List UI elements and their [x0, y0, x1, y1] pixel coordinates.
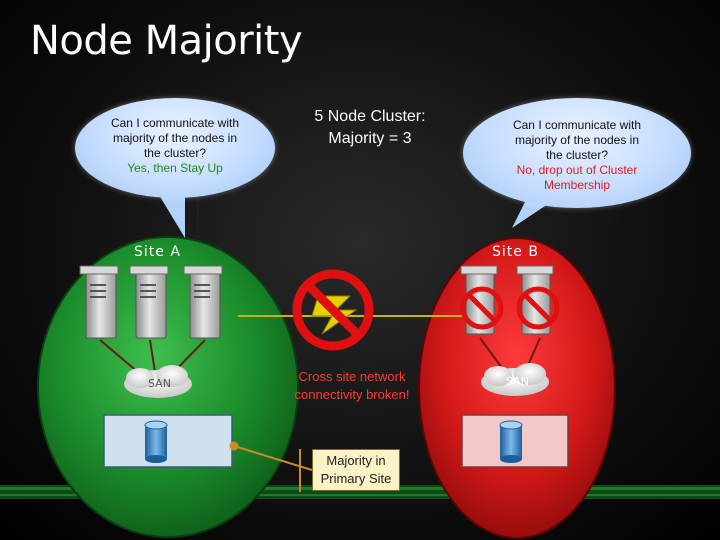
- site-a-label: Site A: [134, 244, 181, 260]
- database-icon: [144, 420, 168, 463]
- callout-line: Primary Site: [320, 471, 392, 486]
- cloud-icon: [481, 363, 549, 396]
- bubble-b-answer: No, drop out of Cluster: [516, 163, 638, 177]
- link-status-line: connectivity broken!: [294, 387, 410, 402]
- cloud-icon: [124, 365, 192, 398]
- site-a-san-label: SAN: [148, 377, 171, 390]
- site-b-label: Site B: [492, 244, 539, 260]
- link-status-text: Cross site network connectivity broken!: [282, 368, 422, 404]
- bubble-b-line: the cluster?: [545, 148, 609, 162]
- majority-callout: Majority in Primary Site: [312, 449, 400, 491]
- bubble-b-text: Can I communicate with majority of the n…: [472, 118, 682, 193]
- site-a-storage: [103, 414, 233, 468]
- link-status-line: Cross site network: [298, 369, 406, 384]
- site-b-san-label: SAN: [506, 375, 529, 388]
- server-icon: [129, 265, 169, 339]
- bubble-b-line: Can I communicate with: [512, 118, 642, 132]
- bubble-b-answer: Membership: [543, 178, 611, 192]
- bubble-a-line: Can I communicate with: [110, 116, 240, 130]
- cluster-line-1: 5 Node Cluster:: [314, 108, 426, 125]
- callout-line: Majority in: [326, 453, 386, 468]
- bubble-a-text: Can I communicate with majority of the n…: [80, 116, 270, 176]
- bubble-a-line: the cluster?: [143, 146, 207, 160]
- bubble-b-line: majority of the nodes in: [514, 133, 640, 147]
- question-bubble-site-b: [463, 98, 691, 208]
- database-icon: [499, 420, 523, 463]
- no-entry-icon: [460, 286, 504, 330]
- callout-connector: [229, 441, 313, 492]
- page-title: Node Majority: [30, 18, 303, 64]
- cluster-line-2: Majority = 3: [328, 130, 412, 147]
- server-icon: [79, 265, 119, 339]
- question-bubble-site-a: [75, 98, 275, 198]
- server-icon: [183, 265, 223, 339]
- cluster-heading: 5 Node Cluster: Majority = 3: [300, 106, 440, 150]
- no-entry-icon: [292, 269, 374, 351]
- bubble-a-line: majority of the nodes in: [112, 131, 238, 145]
- bubble-a-answer: Yes, then Stay Up: [127, 161, 223, 175]
- no-entry-icon: [516, 286, 560, 330]
